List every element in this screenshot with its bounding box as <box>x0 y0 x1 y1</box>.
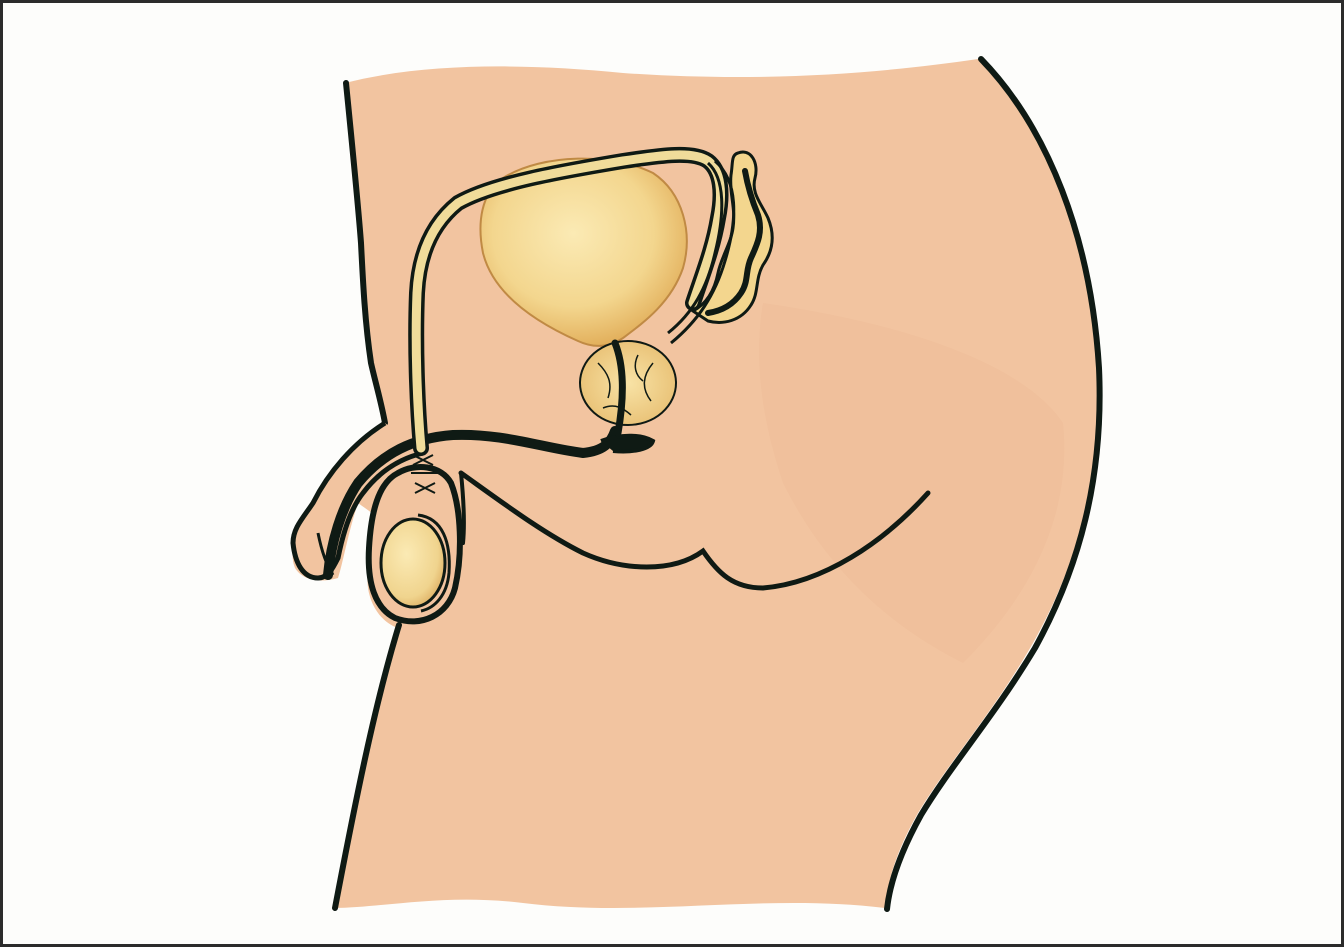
anatomy-diagram <box>3 3 1341 944</box>
testis <box>381 519 445 607</box>
